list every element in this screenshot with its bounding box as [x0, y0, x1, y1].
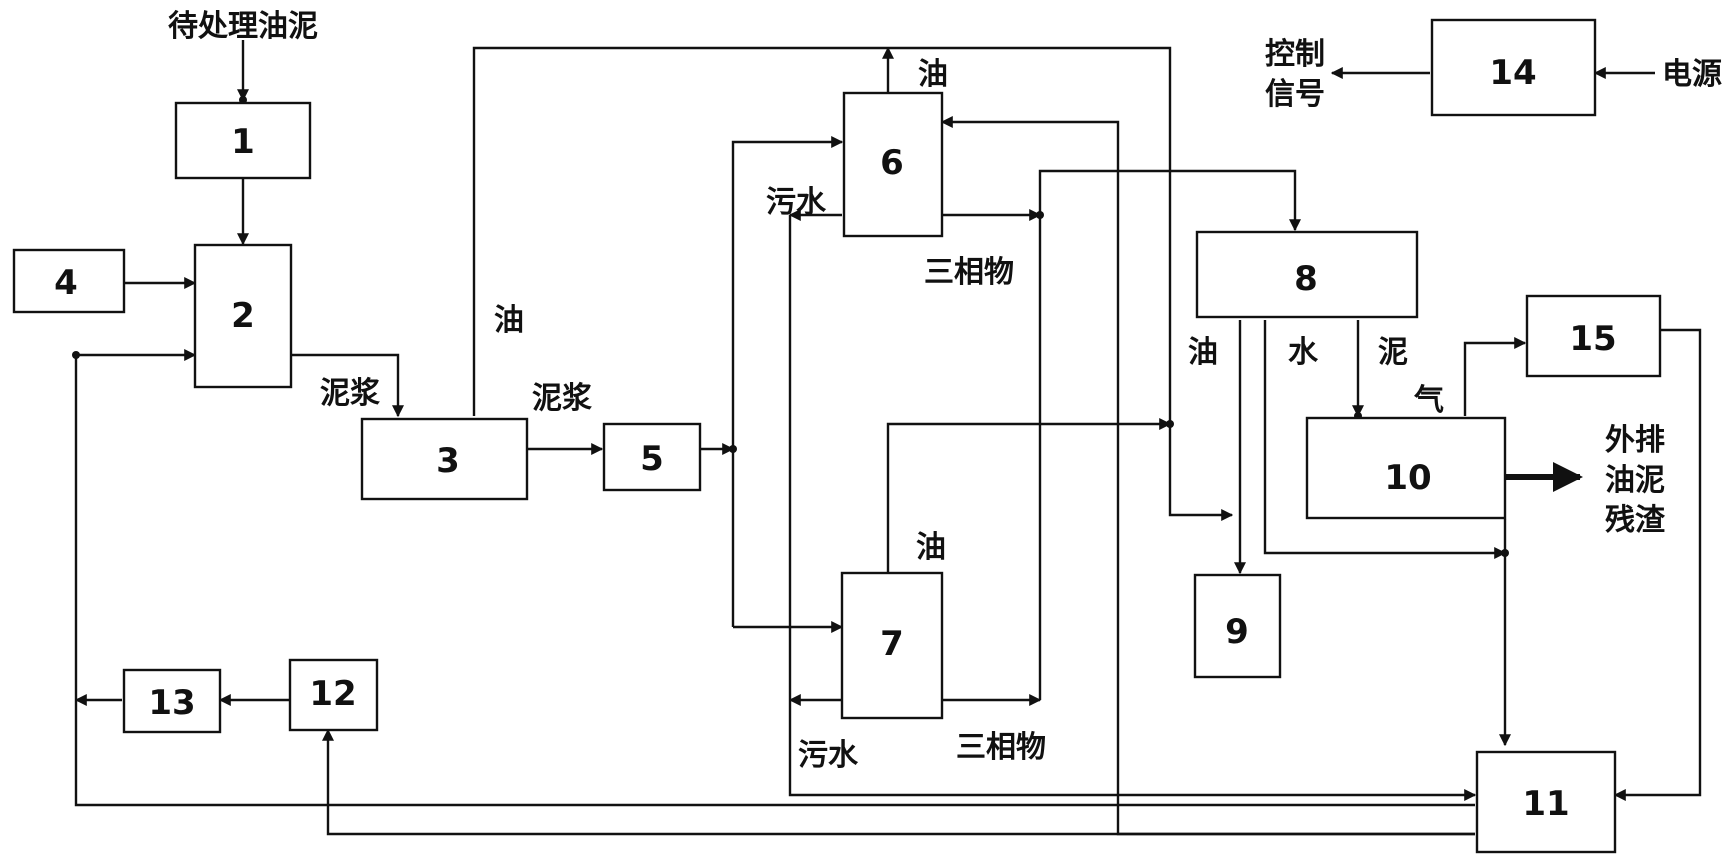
box-8-label: 8 [1294, 259, 1318, 299]
line-7-oil-up [886, 418, 1172, 573]
slurry-label-2-3: 泥浆 [320, 376, 380, 411]
line-11-to-2 [74, 349, 1475, 807]
oil-label-8: 油 [1188, 335, 1218, 370]
box-5: 5 [602, 422, 702, 492]
box-14: 14 [1430, 18, 1597, 117]
box-8: 8 [1195, 230, 1419, 319]
flow-labels: 待处理油泥 泥浆 泥浆 油 油 污水 三相物 油 污水 三相物 油 水 泥 气 … [168, 9, 1722, 773]
control-signal-label-line-1: 控制 [1265, 37, 1325, 72]
power-label: 电源 [1662, 57, 1722, 92]
box-3: 3 [360, 417, 529, 501]
line-2-to-3 [291, 353, 404, 418]
mud-label-8: 泥 [1378, 335, 1408, 370]
discharge-label-line-3: 残渣 [1605, 503, 1666, 538]
box-5-label: 5 [640, 439, 664, 479]
box-9: 9 [1193, 573, 1282, 679]
box-2: 2 [193, 243, 293, 389]
box-15-label: 15 [1569, 319, 1616, 359]
wastewater-label-7: 污水 [798, 738, 859, 773]
line-10-gas-to-15 [1463, 337, 1527, 416]
box-3-label: 3 [436, 441, 460, 481]
box-15: 15 [1525, 294, 1662, 378]
box-2-label: 2 [231, 296, 255, 336]
box-9-label: 9 [1225, 612, 1249, 652]
box-6: 6 [842, 91, 944, 238]
line-8-water [1263, 320, 1507, 559]
discharge-label-line-2: 油泥 [1605, 463, 1665, 498]
oil-label-3: 油 [494, 303, 524, 338]
wastewater-label-6: 污水 [766, 185, 827, 220]
box-4-label: 4 [54, 263, 78, 303]
line-collector-to-8 [1038, 169, 1301, 700]
three-phase-label-6: 三相物 [924, 255, 1014, 290]
line-15-to-11 [1613, 328, 1702, 801]
box-12-label: 12 [309, 674, 356, 714]
discharge-label-line-1: 外排 [1605, 423, 1665, 458]
box-4: 4 [12, 248, 126, 314]
box-6-label: 6 [880, 143, 904, 183]
flow-lines [74, 40, 1702, 836]
box-7-label: 7 [880, 624, 904, 664]
box-12: 12 [288, 658, 379, 732]
box-13-label: 13 [148, 683, 195, 723]
input-sludge-label: 待处理油泥 [168, 9, 318, 44]
box-7: 7 [840, 571, 944, 720]
box-11-label: 11 [1522, 784, 1569, 824]
control-signal-label-line-2: 信号 [1265, 77, 1325, 112]
oil-label-6: 油 [918, 57, 948, 92]
three-phase-label-7: 三相物 [956, 730, 1046, 765]
box-13: 13 [122, 668, 222, 734]
oil-label-7: 油 [916, 530, 946, 565]
box-11: 11 [1475, 750, 1617, 854]
box-1: 1 [174, 101, 312, 180]
box-14-label: 14 [1489, 53, 1536, 93]
gas-label-10: 气 [1414, 383, 1444, 418]
box-10: 10 [1305, 416, 1507, 520]
line-11-to-12 [322, 728, 1475, 836]
box-1-label: 1 [231, 122, 255, 162]
line-split-to-6 [731, 136, 844, 627]
line-wastewater-to-11 [788, 215, 1477, 801]
water-label-8: 水 [1288, 335, 1319, 370]
line-3-oil-up [472, 46, 1234, 521]
box-10-label: 10 [1384, 458, 1431, 498]
slurry-label-3-5: 泥浆 [532, 381, 592, 416]
